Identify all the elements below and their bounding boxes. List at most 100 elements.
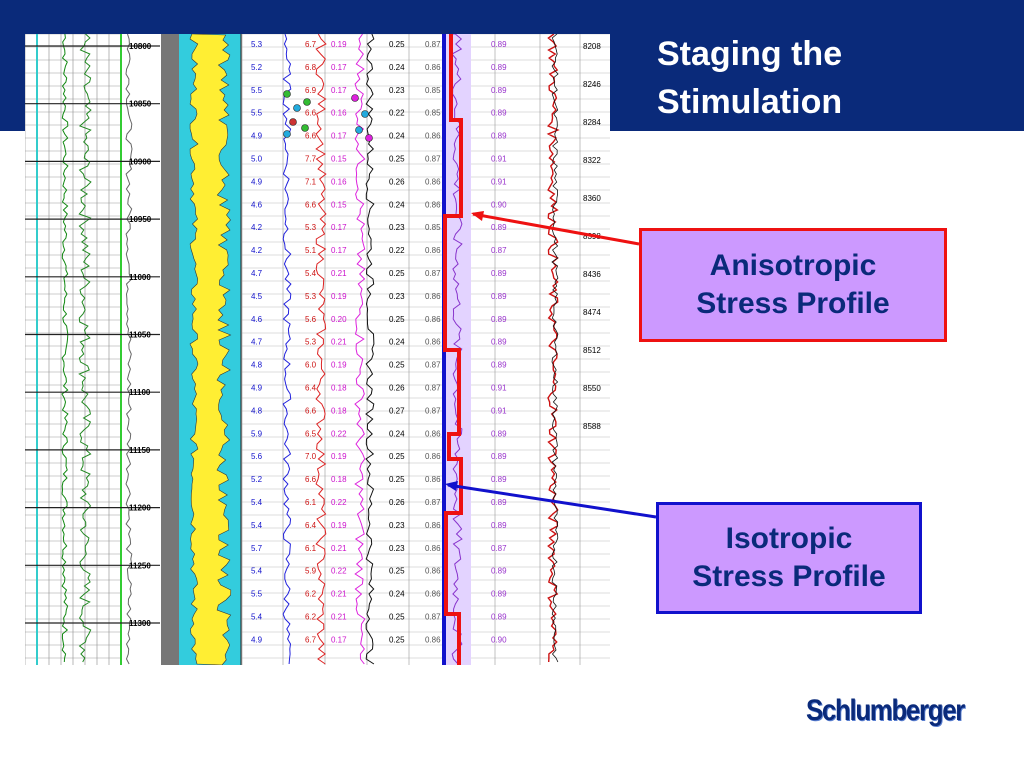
- porosity-label: 0.15: [331, 200, 347, 209]
- stress-gradient-label: 6.6: [305, 132, 317, 141]
- porosity-label: 0.21: [331, 269, 347, 278]
- stress-gradient-label: 5.6: [305, 315, 317, 324]
- poisson-ratio-label: 5.4: [251, 567, 263, 576]
- saturation-label: 0.23: [389, 86, 405, 95]
- frac-gradient-label: 0.90: [491, 635, 507, 644]
- core-sample-dot: [303, 98, 311, 106]
- poisson-ratio-label: 5.7: [251, 544, 263, 553]
- poisson-ratio-label: 5.5: [251, 86, 263, 95]
- frac-gradient-label: 0.89: [491, 132, 507, 141]
- porosity-label: 0.16: [331, 177, 347, 186]
- poisson-ratio-label: 4.7: [251, 269, 263, 278]
- saturation-label: 0.25: [389, 269, 405, 278]
- gradient-label: 0.86: [425, 63, 441, 72]
- stress-gradient-label: 5.3: [305, 223, 317, 232]
- porosity-label: 0.21: [331, 544, 347, 553]
- anisotropic-connector-line: [472, 212, 640, 246]
- frac-gradient-label: 0.89: [491, 223, 507, 232]
- saturation-label: 0.26: [389, 498, 405, 507]
- depth-tick-label: 11100: [129, 388, 151, 397]
- saturation-label: 0.25: [389, 315, 405, 324]
- saturation-label: 0.25: [389, 452, 405, 461]
- black-right-curve: [551, 34, 559, 663]
- core-sample-dot: [365, 134, 373, 142]
- stress-gradient-label: 6.9: [305, 86, 317, 95]
- frac-gradient-label: 0.89: [491, 613, 507, 622]
- tvd-tick-label: 8360: [583, 194, 601, 203]
- gradient-label: 0.87: [425, 155, 441, 164]
- frac-gradient-label: 0.89: [491, 475, 507, 484]
- porosity-label: 0.22: [331, 429, 347, 438]
- stress-gradient-label: 7.0: [305, 452, 317, 461]
- poisson-ratio-label: 5.6: [251, 452, 263, 461]
- well-log-tracks: 1080010850109001095011000110501110011150…: [25, 34, 610, 665]
- gradient-label: 0.86: [425, 475, 441, 484]
- frac-gradient-label: 0.89: [491, 429, 507, 438]
- poisson-ratio-label: 5.5: [251, 590, 263, 599]
- isotropic-arrow-head: [445, 481, 458, 491]
- gradient-label: 0.86: [425, 544, 441, 553]
- poisson-ratio-label: 5.5: [251, 109, 263, 118]
- core-sample-dot: [283, 130, 291, 138]
- porosity-label: 0.19: [331, 452, 347, 461]
- tvd-tick-label: 8474: [583, 308, 601, 317]
- gradient-label: 0.85: [425, 86, 441, 95]
- stress-gradient-label: 5.4: [305, 269, 317, 278]
- porosity-label: 0.20: [331, 315, 347, 324]
- porosity-label: 0.17: [331, 635, 347, 644]
- saturation-label: 0.25: [389, 40, 405, 49]
- sand-fill: [189, 34, 232, 665]
- isotropic-label-line-2: Stress Profile: [692, 560, 886, 593]
- saturation-label: 0.24: [389, 132, 405, 141]
- poisson-ratio-label: 5.4: [251, 498, 263, 507]
- poisson-ratio-label: 4.2: [251, 246, 263, 255]
- stress-gradient-label: 6.6: [305, 109, 317, 118]
- saturation-label: 0.26: [389, 384, 405, 393]
- porosity-label: 0.17: [331, 246, 347, 255]
- frac-gradient-label: 0.89: [491, 315, 507, 324]
- saturation-label: 0.24: [389, 429, 405, 438]
- blue-log-curve: [282, 34, 292, 665]
- porosity-label: 0.16: [331, 109, 347, 118]
- stress-gradient-label: 5.9: [305, 567, 317, 576]
- saturation-label: 0.24: [389, 590, 405, 599]
- frac-gradient-label: 0.89: [491, 86, 507, 95]
- stress-gradient-label: 6.4: [305, 521, 317, 530]
- core-sample-dot: [355, 126, 363, 134]
- tvd-tick-label: 8322: [583, 156, 601, 165]
- poisson-ratio-label: 5.2: [251, 63, 263, 72]
- saturation-label: 0.24: [389, 63, 405, 72]
- frac-gradient-label: 0.91: [491, 406, 507, 415]
- gradient-label: 0.87: [425, 361, 441, 370]
- sp-curve: [125, 34, 133, 665]
- gradient-label: 0.87: [425, 384, 441, 393]
- frac-gradient-label: 0.89: [491, 361, 507, 370]
- saturation-label: 0.25: [389, 567, 405, 576]
- depth-tick-label: 10900: [129, 157, 152, 166]
- core-sample-dot: [301, 124, 309, 132]
- stress-gradient-label: 6.7: [305, 40, 317, 49]
- core-sample-dot: [293, 104, 301, 112]
- porosity-label: 0.18: [331, 406, 347, 415]
- slide-title-line-1: Staging the: [657, 35, 843, 73]
- schlumberger-logo: Schlumberger: [806, 694, 965, 727]
- porosity-label: 0.22: [331, 498, 347, 507]
- gradient-label: 0.86: [425, 246, 441, 255]
- depth-tick-label: 11050: [129, 331, 151, 340]
- frac-gradient-label: 0.89: [491, 567, 507, 576]
- porosity-label: 0.17: [331, 86, 347, 95]
- porosity-label: 0.19: [331, 40, 347, 49]
- saturation-label: 0.25: [389, 475, 405, 484]
- red-log-curve: [315, 34, 327, 665]
- gradient-label: 0.87: [425, 40, 441, 49]
- frac-gradient-label: 0.89: [491, 590, 507, 599]
- depth-tick-label: 11300: [129, 619, 151, 628]
- poisson-ratio-label: 4.9: [251, 177, 263, 186]
- tvd-tick-label: 8284: [583, 118, 601, 127]
- poisson-ratio-label: 4.6: [251, 200, 263, 209]
- depth-tick-label: 11150: [129, 446, 151, 455]
- stress-gradient-label: 6.4: [305, 384, 317, 393]
- saturation-label: 0.24: [389, 200, 405, 209]
- gradient-label: 0.86: [425, 292, 441, 301]
